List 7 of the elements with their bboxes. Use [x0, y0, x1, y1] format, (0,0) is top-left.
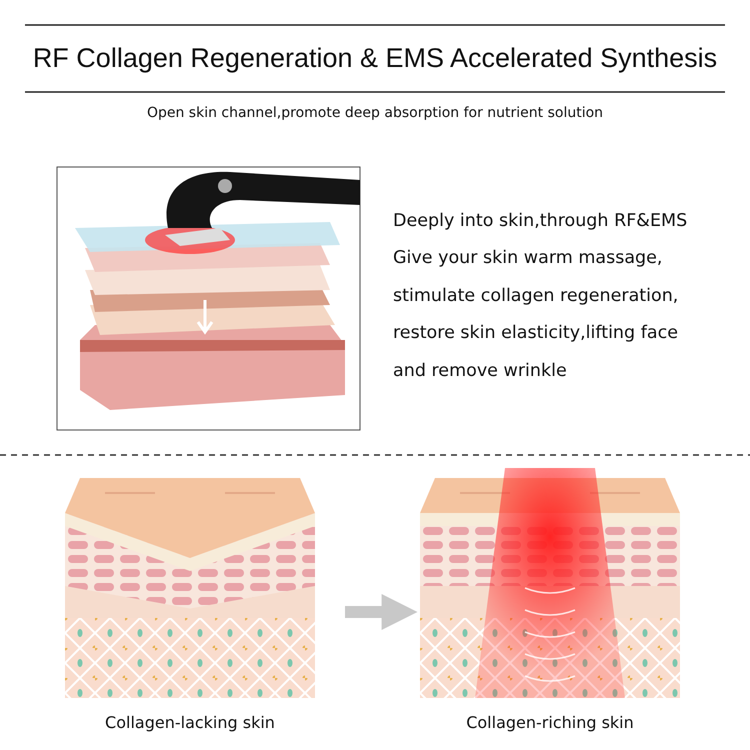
skin-label: Collagen-riching skin: [465, 713, 635, 732]
skin-label: Collagen-lacking skin: [104, 713, 276, 732]
subtitle: Open skin channel,promote deep absorption for nutrient solution: [146, 105, 604, 121]
description-text: Give your skin warm massage, stimulate collagen regeneration, restore skin elasticity,lifting face and remove wrinkle: [393, 247, 680, 382]
description-text: Deeply into skin,through RF&EMS: [393, 210, 688, 233]
title: RF Collagen Regeneration & EMS Accelerated Synthesis: [32, 42, 718, 75]
arrow: [345, 594, 418, 630]
